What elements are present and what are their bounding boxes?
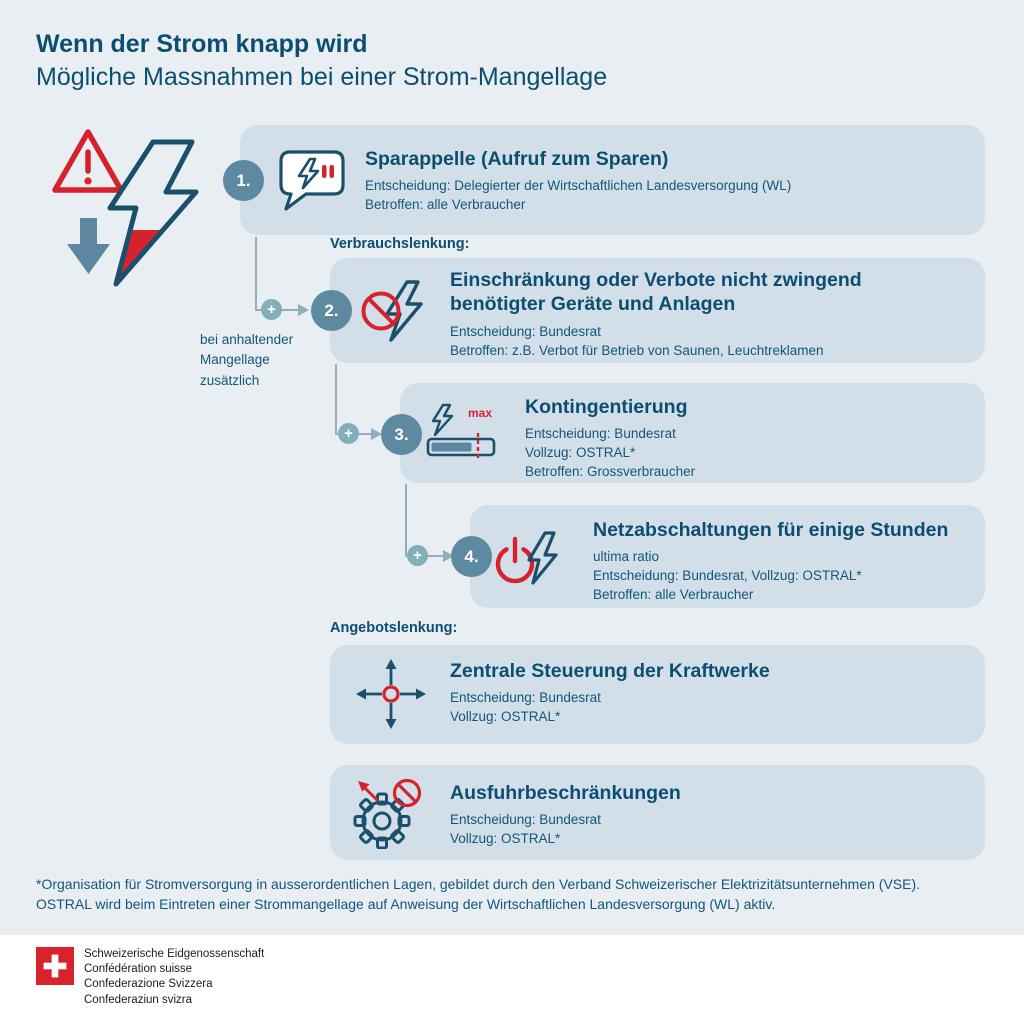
step-detail-line: Betroffen: Grossverbraucher bbox=[525, 464, 696, 480]
supply-detail-line: Vollzug: OSTRAL* bbox=[450, 709, 561, 725]
step-detail-line: Vollzug: OSTRAL* bbox=[525, 445, 636, 461]
step-title: Sparappelle (Aufruf zum Sparen) bbox=[365, 148, 669, 170]
step-title: Einschränkung oder Verbote nicht zwingen… bbox=[450, 269, 862, 316]
step-detail-line: ultima ratio bbox=[593, 549, 660, 565]
section-label-demand: Verbrauchslenkung: bbox=[330, 236, 470, 252]
federal-wordmark: Schweizerische Eidgenossenschaft Confédé… bbox=[84, 947, 264, 1008]
side-note: bei anhaltender Mangellage zusätzlich bbox=[200, 332, 294, 388]
warning-graphic bbox=[52, 129, 199, 287]
max-label: max bbox=[468, 406, 492, 420]
plus-icon: + bbox=[338, 423, 359, 444]
down-arrow-icon bbox=[67, 218, 110, 274]
footnote: *Organisation für Stromversorgung in aus… bbox=[36, 876, 921, 913]
supply-detail-line: Entscheidung: Bundesrat bbox=[450, 812, 601, 828]
footer-line: Confederazione Svizzera bbox=[84, 978, 213, 991]
warning-triangle-icon bbox=[52, 129, 124, 193]
footer-line: Schweizerische Eidgenossenschaft bbox=[84, 948, 265, 960]
section-label-supply: Angebotslenkung: bbox=[330, 620, 458, 636]
supply-card-title: Ausfuhrbeschränkungen bbox=[450, 782, 681, 804]
prohibition-lightning-icon bbox=[361, 280, 423, 342]
control-arrows-icon bbox=[356, 659, 426, 729]
step-detail-line: Entscheidung: Delegierter der Wirtschaft… bbox=[365, 178, 792, 194]
step-detail-line: Betroffen: alle Verbraucher bbox=[365, 197, 526, 213]
step-title: Kontingentierung bbox=[525, 396, 688, 418]
step-card-4: Netzabschaltungen für einige Stunden ult… bbox=[470, 505, 985, 608]
step-number-3: 3. bbox=[381, 414, 422, 455]
step-number-1: 1. bbox=[223, 160, 264, 201]
step-detail-line: Entscheidung: Bundesrat, Vollzug: OSTRAL… bbox=[593, 568, 862, 584]
speech-bubble-icon bbox=[279, 150, 345, 211]
step-title: Netzabschaltungen für einige Stunden bbox=[593, 519, 949, 541]
lightning-bolt-icon bbox=[107, 139, 199, 287]
plus-icon: + bbox=[261, 299, 282, 320]
step-card-1: Sparappelle (Aufruf zum Sparen) Entschei… bbox=[240, 125, 985, 235]
title-block: Wenn der Strom knapp wird Mögliche Massn… bbox=[36, 28, 607, 93]
supply-card-2: Ausfuhrbeschränkungen Entscheidung: Bund… bbox=[330, 765, 985, 860]
power-off-lightning-icon bbox=[495, 531, 558, 585]
step-card-3: max Kontingentierung Entscheidung: Bunde… bbox=[400, 383, 985, 483]
supply-card-1: Zentrale Steuerung der Kraftwerke Entsch… bbox=[330, 645, 985, 744]
step-detail-line: Entscheidung: Bundesrat bbox=[450, 323, 601, 339]
footer-line: Confédération suisse bbox=[84, 963, 193, 976]
step-number-4: 4. bbox=[451, 536, 492, 577]
step-detail-line: Entscheidung: Bundesrat bbox=[525, 426, 676, 442]
footer-line: Confederaziun svizra bbox=[84, 993, 193, 1006]
swiss-cross-icon bbox=[36, 947, 74, 985]
step-detail-line: Betroffen: z.B. Verbot für Betrieb von S… bbox=[450, 342, 824, 358]
supply-detail-line: Entscheidung: Bundesrat bbox=[450, 690, 601, 706]
supply-card-title: Zentrale Steuerung der Kraftwerke bbox=[450, 660, 770, 682]
step-number-2: 2. bbox=[311, 290, 352, 331]
supply-detail-line: Vollzug: OSTRAL* bbox=[450, 831, 561, 847]
step-card-2: Einschränkung oder Verbote nicht zwingen… bbox=[330, 258, 985, 363]
export-ban-gear-icon bbox=[353, 778, 422, 849]
plus-icon: + bbox=[407, 545, 428, 566]
footer: Schweizerische Eidgenossenschaft Confédé… bbox=[0, 935, 1024, 1024]
page-subtitle: Mögliche Massnahmen bei einer Strom-Mang… bbox=[36, 62, 608, 91]
step-detail-line: Betroffen: alle Verbraucher bbox=[593, 587, 754, 603]
quota-gauge-icon: max bbox=[426, 403, 496, 461]
page-title: Wenn der Strom knapp wird bbox=[36, 30, 368, 58]
